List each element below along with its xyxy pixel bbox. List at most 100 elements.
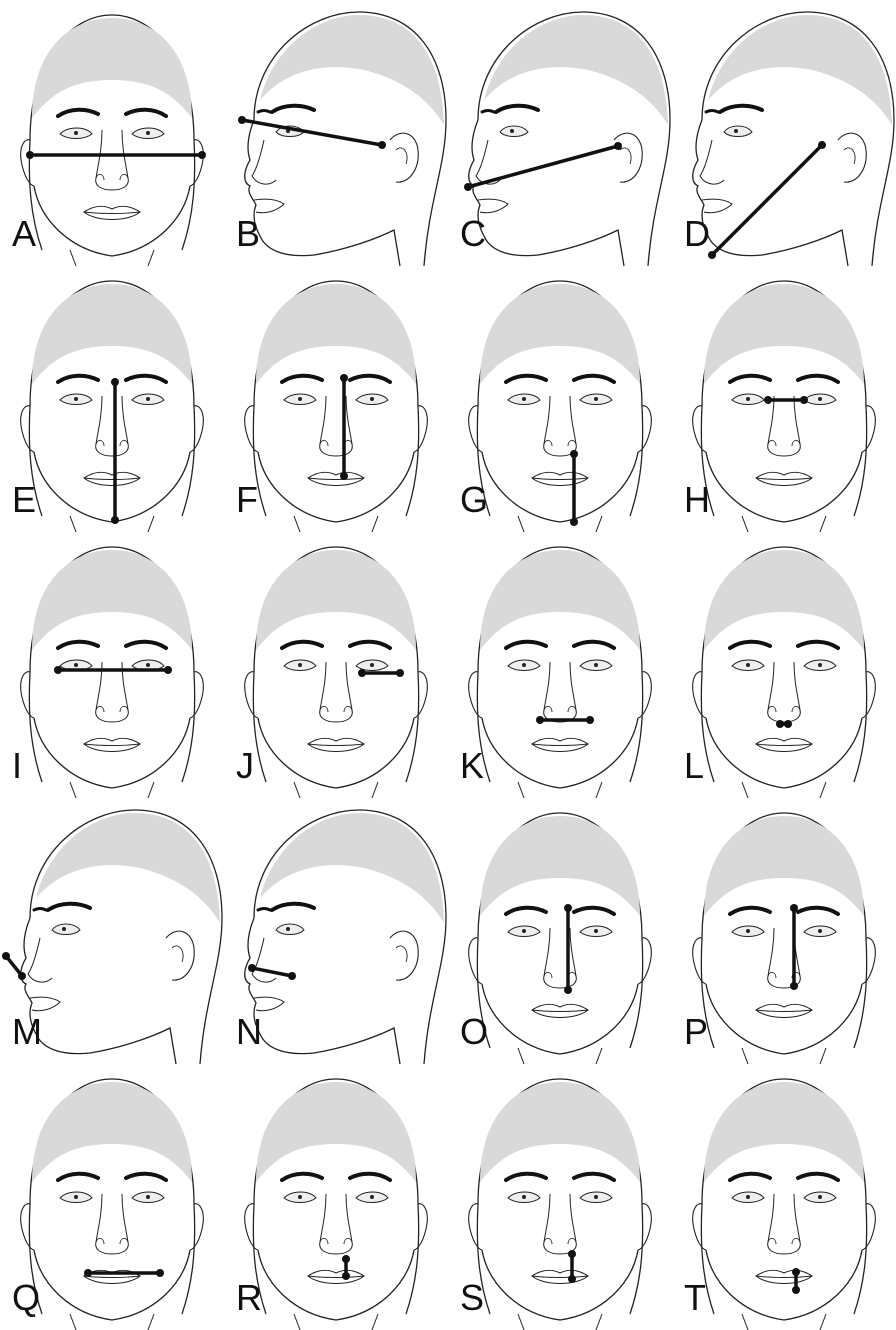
measurement-endpoint bbox=[164, 666, 172, 674]
measurement-endpoint bbox=[358, 669, 366, 677]
three-quarter-face-illustration bbox=[469, 12, 670, 266]
front-face-illustration bbox=[693, 547, 876, 798]
face-drawing bbox=[224, 532, 448, 798]
measurement-endpoint bbox=[288, 972, 296, 980]
measurement-endpoint bbox=[464, 183, 472, 191]
face-panel-b: B bbox=[224, 0, 448, 266]
measurement-line bbox=[252, 968, 292, 976]
panel-label: T bbox=[684, 1280, 706, 1316]
face-panel-m: M bbox=[0, 798, 224, 1064]
panel-label: H bbox=[684, 482, 710, 518]
measurement-endpoint bbox=[792, 1268, 800, 1276]
measurement-endpoint bbox=[784, 720, 792, 728]
panel-label: N bbox=[236, 1014, 262, 1050]
measurement-endpoint bbox=[586, 716, 594, 724]
front-face-illustration bbox=[21, 547, 204, 798]
face-panel-t: T bbox=[672, 1064, 896, 1330]
measurement-endpoint bbox=[2, 952, 10, 960]
panel-label: R bbox=[236, 1280, 262, 1316]
face-panel-f: F bbox=[224, 266, 448, 532]
face-drawing bbox=[0, 532, 224, 798]
face-panel-g: G bbox=[448, 266, 672, 532]
measurement-endpoint bbox=[111, 516, 119, 524]
panel-label: P bbox=[684, 1014, 708, 1050]
measurement-endpoint bbox=[340, 472, 348, 480]
panel-label: O bbox=[460, 1014, 488, 1050]
measurement-endpoint bbox=[340, 374, 348, 382]
panel-label: B bbox=[236, 216, 260, 252]
measurement-endpoint bbox=[111, 378, 119, 386]
front-face-illustration bbox=[469, 1079, 652, 1330]
panel-label: Q bbox=[12, 1280, 40, 1316]
front-face-illustration bbox=[693, 1079, 876, 1330]
front-face-illustration bbox=[693, 813, 876, 1064]
panel-label: C bbox=[460, 216, 486, 252]
panel-label: S bbox=[460, 1280, 484, 1316]
measurement-endpoint bbox=[570, 518, 578, 526]
measurement-endpoint bbox=[564, 986, 572, 994]
measurement-line bbox=[468, 146, 618, 187]
measurement-endpoint bbox=[238, 116, 246, 124]
panel-label: J bbox=[236, 748, 254, 784]
front-face-illustration bbox=[21, 1079, 204, 1330]
measurement-endpoint bbox=[776, 720, 784, 728]
measurement-endpoint bbox=[614, 142, 622, 150]
face-panel-h: H bbox=[672, 266, 896, 532]
panel-label: I bbox=[12, 748, 22, 784]
measurement-endpoint bbox=[342, 1272, 350, 1280]
measurement-endpoint bbox=[800, 396, 808, 404]
face-panel-i: I bbox=[0, 532, 224, 798]
face-panel-l: L bbox=[672, 532, 896, 798]
front-face-illustration bbox=[469, 281, 652, 532]
measurement-endpoint bbox=[396, 669, 404, 677]
measurement-endpoint bbox=[764, 396, 772, 404]
measurement-line bbox=[242, 120, 382, 145]
face-panel-k: K bbox=[448, 532, 672, 798]
measurement-endpoint bbox=[84, 1269, 92, 1277]
measurement-endpoint bbox=[568, 1275, 576, 1283]
face-panel-q: Q bbox=[0, 1064, 224, 1330]
measurement-endpoint bbox=[790, 982, 798, 990]
measurement-endpoint bbox=[156, 1269, 164, 1277]
front-face-illustration bbox=[245, 1079, 428, 1330]
front-face-illustration bbox=[469, 813, 652, 1064]
measurement-endpoint bbox=[54, 666, 62, 674]
face-panel-e: E bbox=[0, 266, 224, 532]
measurement-endpoint bbox=[792, 1286, 800, 1294]
measurement-line bbox=[712, 145, 822, 255]
panel-label: L bbox=[684, 748, 704, 784]
measurement-endpoint bbox=[536, 716, 544, 724]
front-face-illustration bbox=[469, 547, 652, 798]
measurement-endpoint bbox=[564, 904, 572, 912]
panel-label: E bbox=[12, 482, 36, 518]
measurement-endpoint bbox=[248, 964, 256, 972]
front-face-illustration bbox=[21, 15, 204, 266]
three-quarter-face-illustration bbox=[693, 12, 894, 266]
measurement-endpoint bbox=[570, 450, 578, 458]
measurement-endpoint bbox=[568, 1250, 576, 1258]
face-panel-c: C bbox=[448, 0, 672, 266]
measurement-endpoint bbox=[378, 141, 386, 149]
front-face-illustration bbox=[245, 281, 428, 532]
panel-label: M bbox=[12, 1014, 42, 1050]
face-panel-j: J bbox=[224, 532, 448, 798]
panel-label: D bbox=[684, 216, 710, 252]
panel-label: G bbox=[460, 482, 488, 518]
three-quarter-face-illustration bbox=[21, 810, 222, 1064]
front-face-illustration bbox=[21, 281, 204, 532]
face-panel-n: N bbox=[224, 798, 448, 1064]
panel-label: K bbox=[460, 748, 484, 784]
face-panel-p: P bbox=[672, 798, 896, 1064]
front-face-illustration bbox=[693, 281, 876, 532]
panel-label: A bbox=[12, 216, 36, 252]
panel-label: F bbox=[236, 482, 258, 518]
measurement-endpoint bbox=[26, 151, 34, 159]
face-panel-s: S bbox=[448, 1064, 672, 1330]
measurement-endpoint bbox=[18, 972, 26, 980]
measurement-endpoint bbox=[198, 151, 206, 159]
face-panel-d: D bbox=[672, 0, 896, 266]
measurement-endpoint bbox=[790, 904, 798, 912]
face-panel-o: O bbox=[448, 798, 672, 1064]
measurement-endpoint bbox=[818, 141, 826, 149]
